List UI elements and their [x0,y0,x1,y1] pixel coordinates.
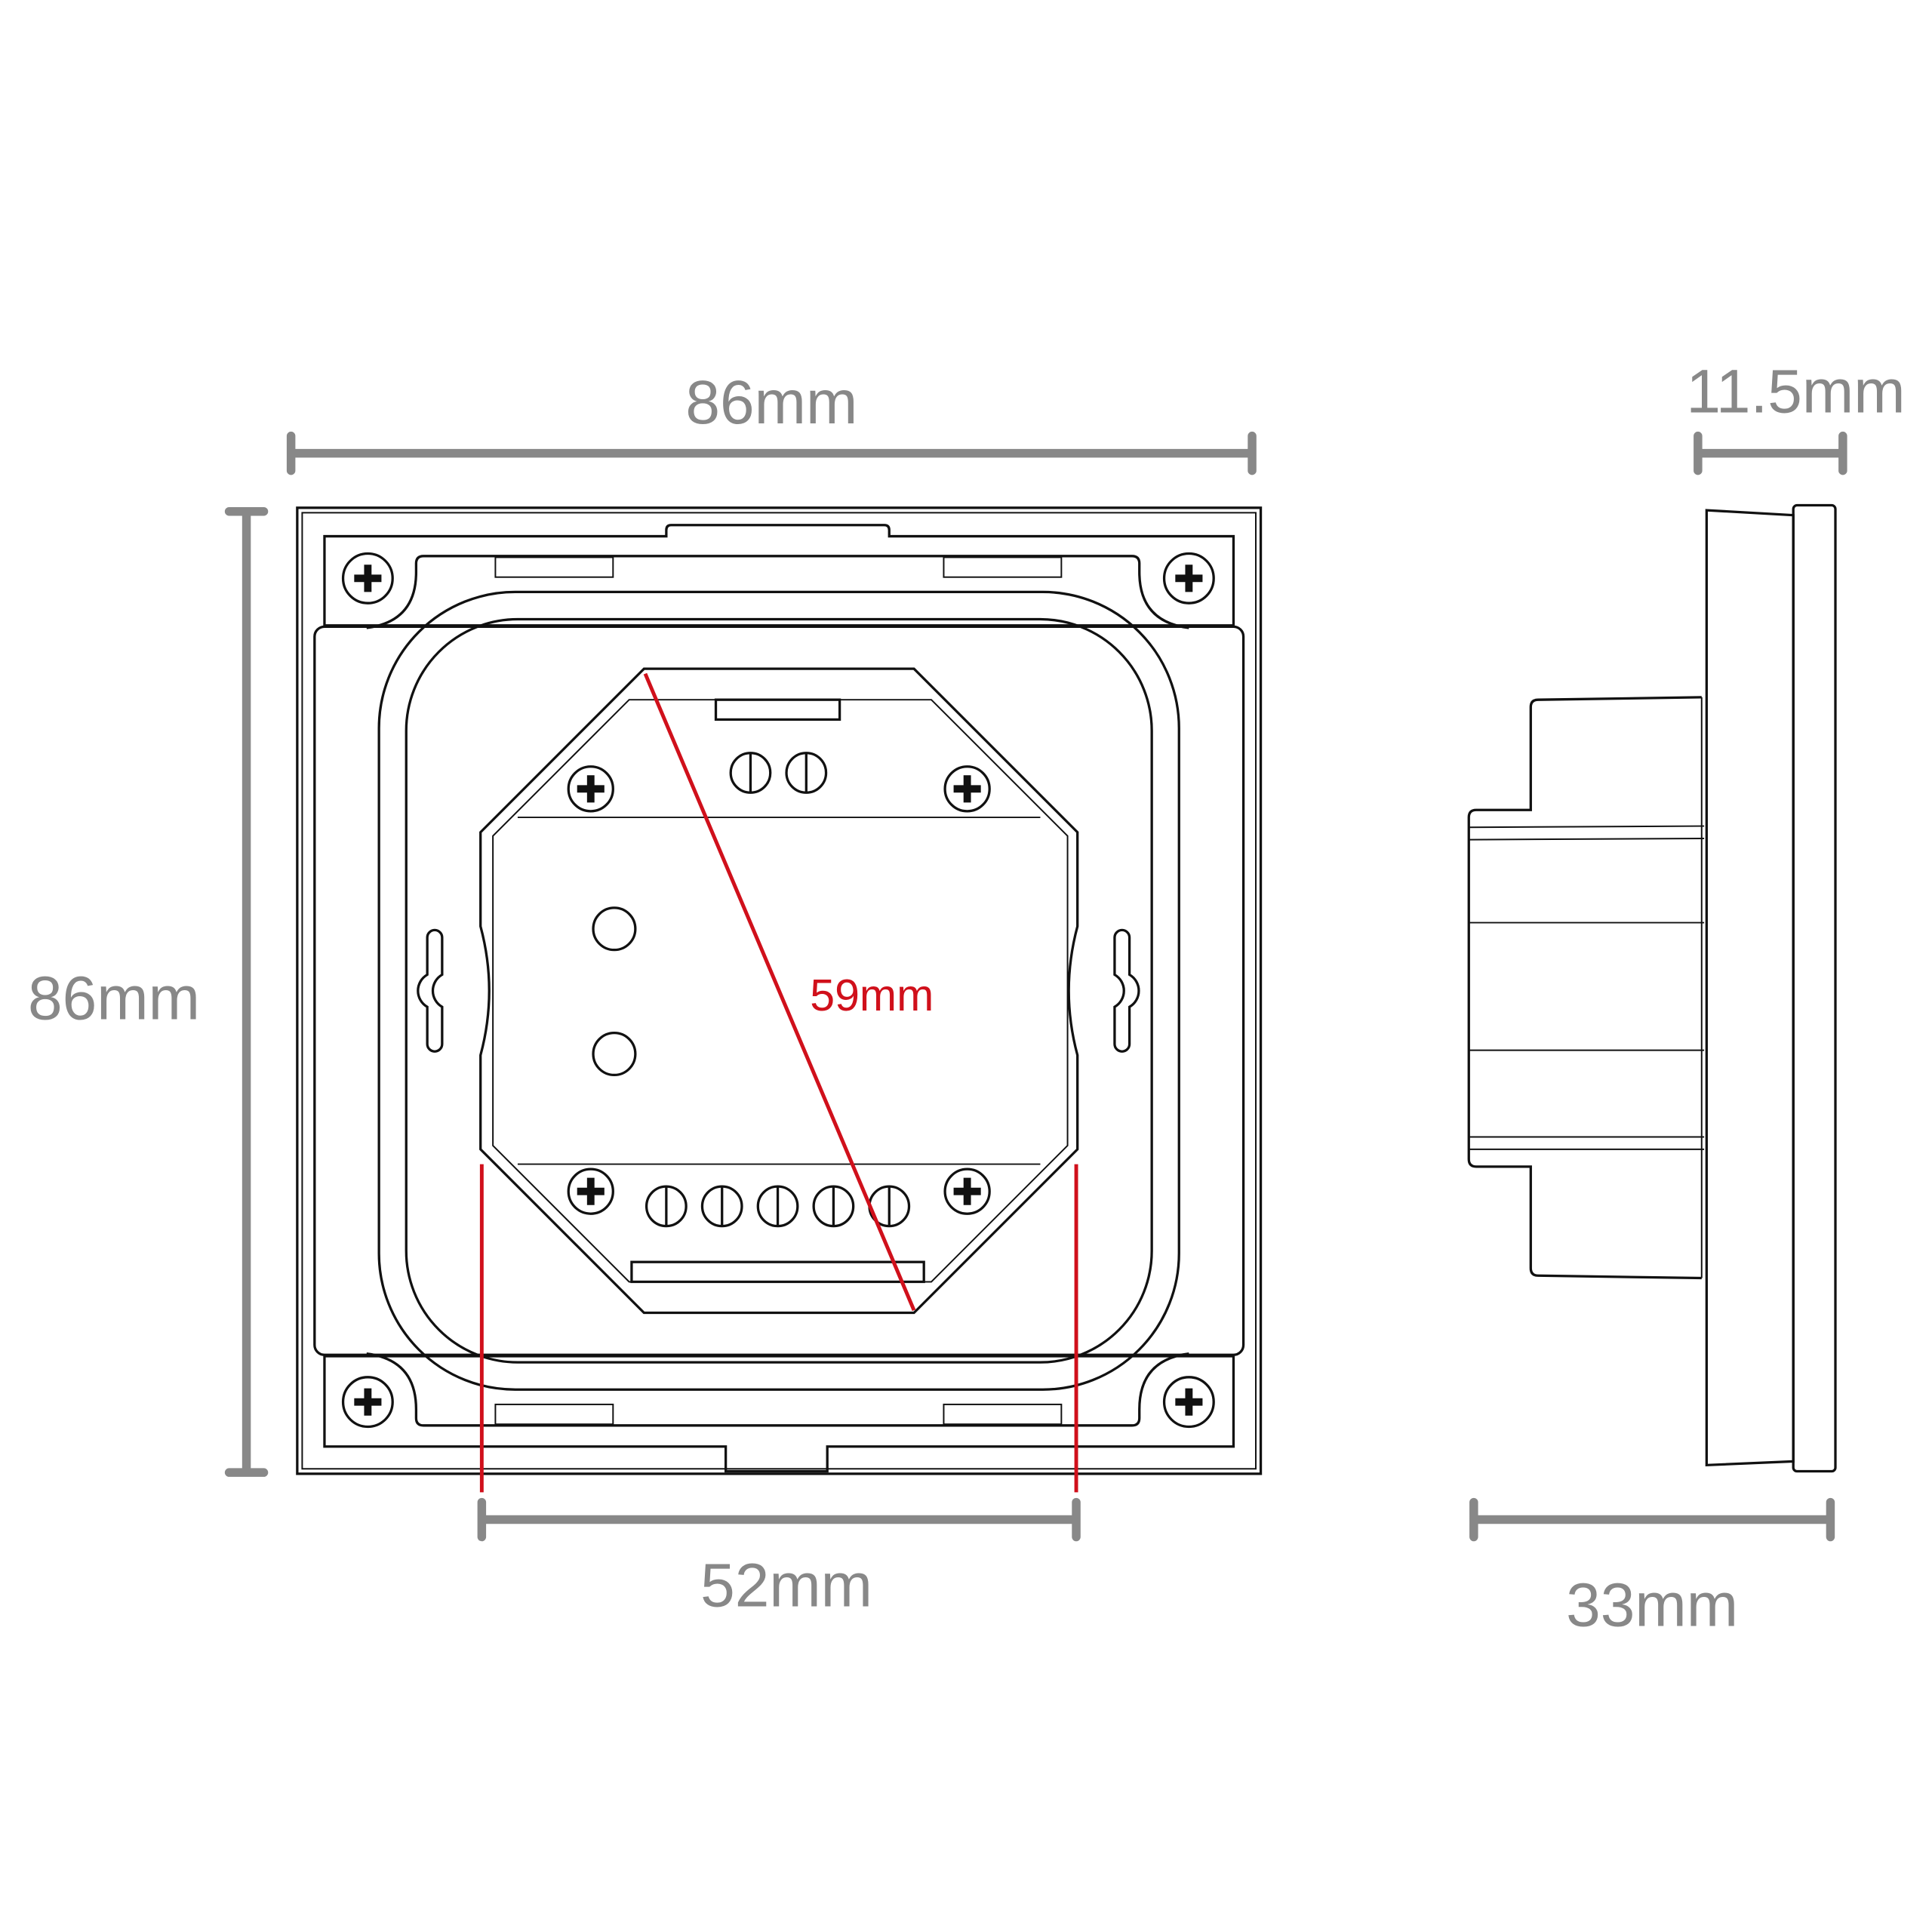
side-view [1467,503,1837,1473]
dimension-total-depth: 33mm [1469,1497,1835,1640]
plate-depth-label: 11.5mm [1686,357,1905,426]
total-depth-label: 33mm [1566,1571,1738,1640]
width-label: 86mm [685,368,857,437]
screw-icons [341,552,1215,1429]
dimension-box-width: 52mm [477,1164,1081,1620]
dimension-diagonal: 59mm [643,672,934,1312]
height-label: 86mm [28,964,200,1033]
dimension-plate-depth: 11.5mm [1686,357,1906,475]
dimension-height: 86mm [28,507,269,1477]
dimension-width: 86mm [286,368,1257,475]
terminal-screws [592,752,911,1228]
diagonal-label: 59mm [810,971,934,1020]
front-view [296,506,1263,1475]
box-width-label: 52mm [700,1551,872,1620]
